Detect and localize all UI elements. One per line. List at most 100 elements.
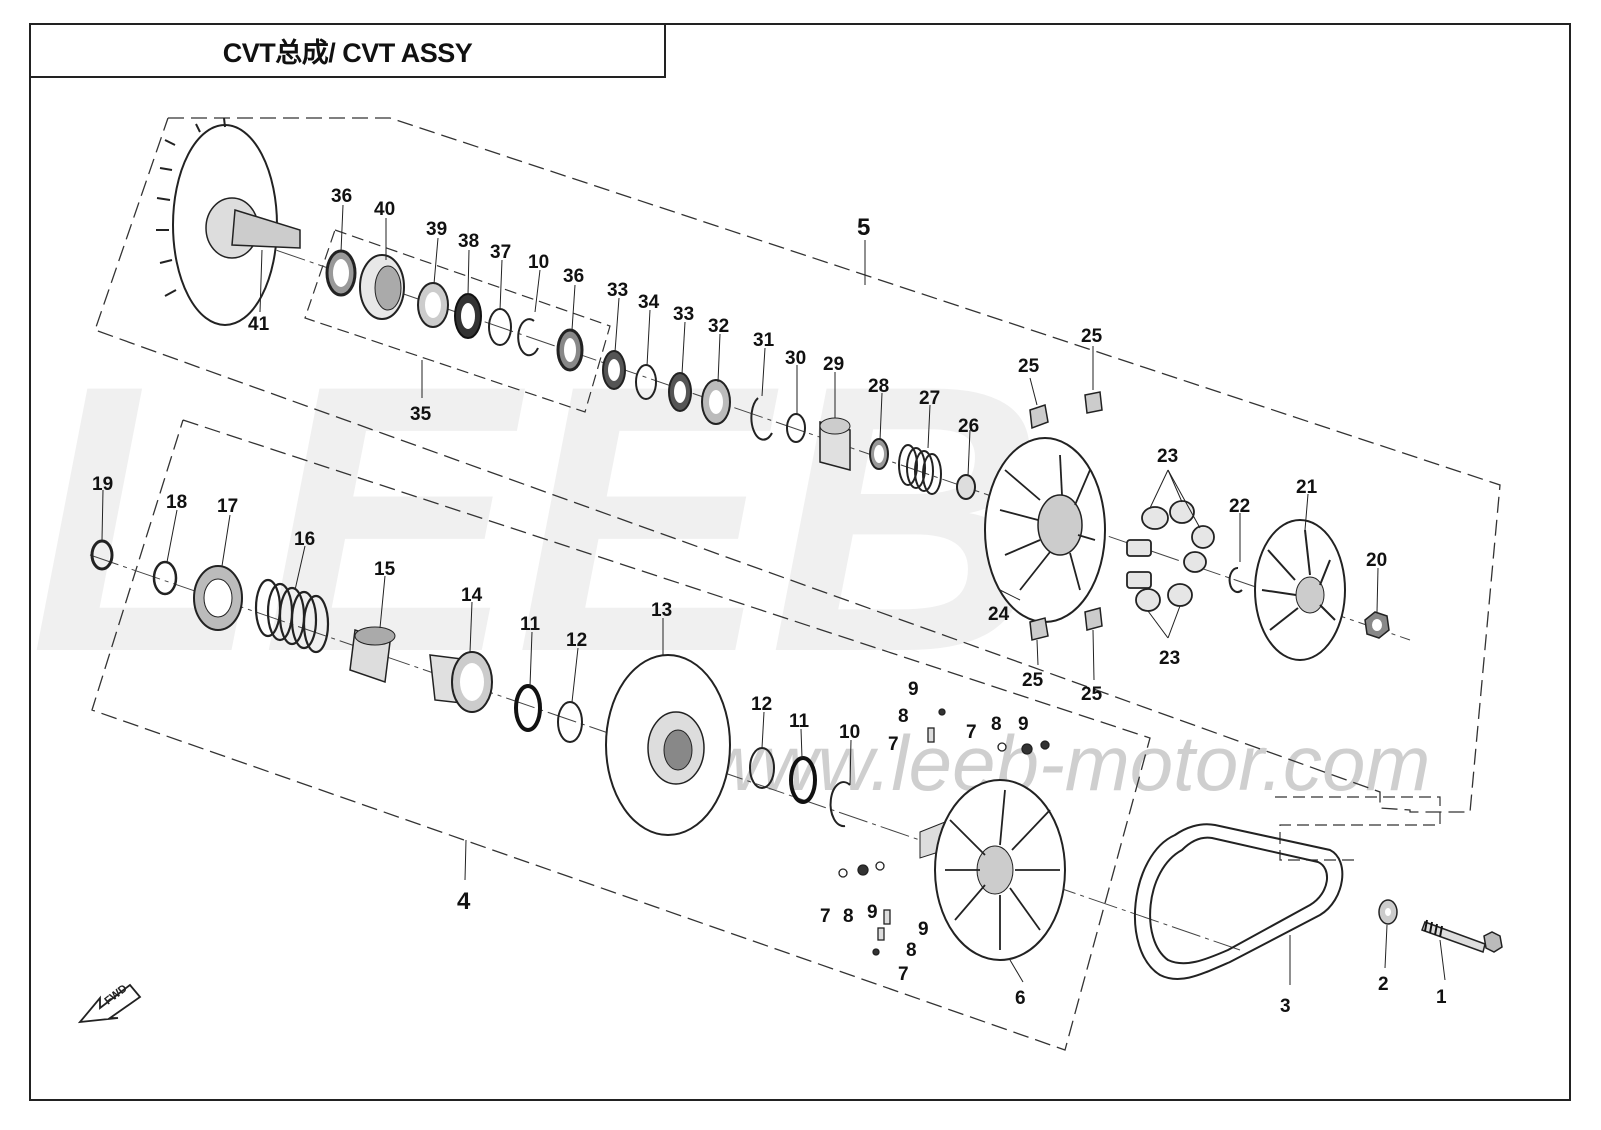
callout-10a: 10: [528, 252, 549, 273]
callout-17: 17: [217, 496, 238, 517]
callout-33b: 33: [673, 304, 694, 325]
callout-8c: 8: [843, 906, 854, 927]
callout-11a: 11: [520, 614, 541, 635]
callout-23b: 23: [1159, 648, 1180, 669]
part-15-collar: [349, 626, 396, 684]
part-21-ramp-plate: [1254, 519, 1346, 661]
part-2-washer: [1378, 899, 1398, 925]
callout-28: 28: [868, 376, 889, 397]
callout-16: 16: [294, 529, 315, 550]
part-20-nut: [1364, 611, 1390, 639]
part-6-fan-driven-pulley: [919, 779, 1066, 961]
part-27-spring: [898, 444, 942, 495]
callout-9b: 9: [1018, 714, 1029, 735]
callout-32: 32: [708, 316, 729, 337]
part-17-spring-seat: [193, 565, 243, 631]
callout-30: 30: [785, 348, 806, 369]
callout-40: 40: [374, 199, 395, 220]
callout-21: 21: [1296, 477, 1318, 498]
callout-3: 3: [1280, 996, 1291, 1017]
group-outline-4: [91, 419, 1151, 1051]
callout-12a: 12: [566, 630, 587, 651]
group-outline-5: [94, 117, 1501, 813]
callout-6: 6: [1015, 988, 1026, 1009]
callout-25d: 25: [1081, 684, 1103, 705]
callout-4: 4: [457, 888, 471, 915]
callout-27: 27: [919, 388, 940, 409]
callout-22: 22: [1229, 496, 1250, 517]
group-outline-35: [304, 229, 611, 413]
callout-11b: 11: [789, 711, 810, 732]
part-36b-seal: [556, 328, 584, 372]
part-22-circlip: [1228, 567, 1243, 593]
part-29-collar: [819, 417, 851, 471]
belt-bracket-path: [1275, 796, 1441, 861]
part-16-spring: [254, 578, 330, 654]
callout-15: 15: [374, 559, 396, 580]
belt-bracket: [1275, 796, 1441, 861]
callout-18: 18: [166, 492, 187, 513]
part-40-sleeve: [359, 254, 405, 320]
callout-41: 41: [248, 314, 270, 335]
part-3-belt: [1133, 823, 1344, 980]
callout-8d: 8: [906, 940, 917, 961]
callout-36b: 36: [563, 266, 584, 287]
callout-20: 20: [1366, 550, 1387, 571]
outline-35-path: [304, 229, 611, 413]
callout-35: 35: [410, 404, 432, 425]
parts-7-8-9-pins: [838, 708, 1050, 956]
callout-37: 37: [490, 242, 511, 263]
part-30-oring: [786, 413, 806, 443]
part-19-washer: [90, 539, 114, 571]
callout-1: 1: [1436, 987, 1447, 1008]
callout-29: 29: [823, 354, 844, 375]
callout-10b: 10: [839, 722, 860, 743]
callout-25c: 25: [1022, 670, 1044, 691]
callout-7c: 7: [820, 906, 831, 927]
callout-25a: 25: [1018, 356, 1040, 377]
callout-36a: 36: [331, 186, 352, 207]
watermark-logo: LEEB: [30, 306, 1043, 731]
callout-12b: 12: [751, 694, 772, 715]
part-23-leader-lines: [1147, 469, 1201, 639]
callout-8b: 8: [991, 714, 1002, 735]
callout-24: 24: [988, 604, 1010, 625]
fwd-arrow: FWD: [77, 982, 142, 1024]
callout-26: 26: [958, 416, 979, 437]
callout-14: 14: [461, 585, 483, 606]
part-11a-seal: [514, 684, 542, 732]
page-title: CVT总成/ CVT ASSY: [222, 38, 473, 68]
part-1-bolt: [1421, 919, 1503, 953]
title-box: CVT总成/ CVT ASSY: [29, 23, 666, 78]
part-12a-oring: [557, 701, 583, 743]
callout-7a: 7: [888, 734, 899, 755]
callout-9c: 9: [867, 902, 878, 923]
callout-34: 34: [638, 292, 660, 313]
callout-33a: 33: [607, 280, 628, 301]
part-34-washer: [635, 364, 657, 400]
leader-lines: [101, 204, 1446, 985]
callout-labels: 1 2 3 4 5 6 7 7 7 7 8 8 8 8 9 9 9 9 10 1…: [92, 186, 1447, 1017]
part-24-movable-drive-face: [984, 437, 1106, 623]
part-18-washer: [152, 560, 178, 596]
callout-7d: 7: [898, 964, 909, 985]
callout-38: 38: [458, 231, 479, 252]
part-32-bushing: [701, 379, 731, 425]
part-41-drive-face: [156, 117, 301, 326]
part-33b-bearing: [668, 372, 692, 412]
callout-25b: 25: [1081, 326, 1103, 347]
callout-31: 31: [753, 330, 775, 351]
callout-9a: 9: [908, 679, 919, 700]
part-33a-bearing: [602, 350, 626, 390]
part-25-sliders: [1029, 391, 1103, 641]
callout-9d: 9: [918, 919, 929, 940]
part-10b-circlip: [829, 781, 851, 828]
callout-5: 5: [857, 214, 870, 241]
callout-19: 19: [92, 474, 113, 495]
watermark-logo-text: LEEB: [30, 306, 1043, 731]
callout-2: 2: [1378, 974, 1389, 995]
part-38-bearing: [454, 293, 482, 339]
callout-13: 13: [651, 600, 672, 621]
